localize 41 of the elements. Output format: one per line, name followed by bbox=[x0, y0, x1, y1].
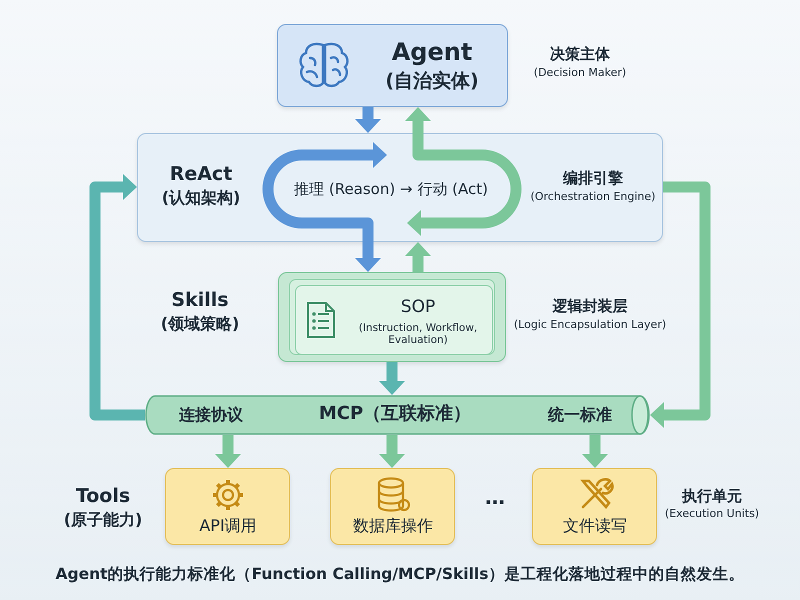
bus-title: MCP（互联标准） bbox=[318, 404, 472, 425]
sop-box bbox=[278, 272, 506, 362]
box-subtitle: (自治实体) bbox=[385, 71, 479, 93]
arrow bbox=[262, 142, 387, 272]
role-title: 执行单元 bbox=[682, 488, 742, 506]
arrow bbox=[215, 435, 241, 468]
role-title: 决策主体 bbox=[550, 46, 610, 64]
layer-subtitle: (领域策略) bbox=[160, 315, 240, 334]
box-description: (Instruction, Workflow, Evaluation) bbox=[358, 322, 478, 346]
box-label: 文件读写 bbox=[563, 517, 627, 536]
ellipsis: … bbox=[485, 486, 505, 509]
tool-box bbox=[165, 468, 290, 545]
arrow bbox=[582, 435, 608, 468]
role-subtitle: (Orchestration Engine) bbox=[530, 191, 656, 204]
box-title: SOP bbox=[400, 298, 436, 318]
layer-subtitle: (认知架构) bbox=[162, 189, 240, 208]
box-label: 数据库操作 bbox=[353, 517, 433, 536]
agent-box bbox=[277, 24, 508, 107]
layer-title: Skills bbox=[171, 290, 229, 312]
arrow bbox=[355, 107, 381, 133]
role-subtitle: (Execution Units) bbox=[664, 508, 760, 521]
arrow bbox=[379, 362, 405, 395]
role-subtitle: (Logic Encapsulation Layer) bbox=[514, 319, 666, 332]
box-title: Agent bbox=[392, 39, 472, 67]
layer-title: Tools bbox=[76, 486, 130, 508]
box-label: API调用 bbox=[199, 517, 257, 536]
arrow bbox=[379, 435, 405, 468]
bus-text: 连接协议 bbox=[179, 406, 243, 424]
bus-text: 统一标准 bbox=[548, 406, 612, 424]
layer-subtitle: (原子能力) bbox=[64, 511, 142, 530]
layer-title: ReAct bbox=[170, 164, 232, 186]
arrow bbox=[90, 174, 145, 420]
role-title: 编排引擎 bbox=[563, 170, 623, 188]
arrow bbox=[405, 107, 522, 236]
role-subtitle: (Decision Maker) bbox=[534, 67, 626, 80]
arrow bbox=[405, 242, 431, 272]
tool-box bbox=[532, 468, 657, 545]
tool-box bbox=[330, 468, 455, 545]
role-title: 逻辑封装层 bbox=[552, 298, 628, 316]
cycle-text: 推理 (Reason) → 行动 (Act) bbox=[294, 181, 488, 198]
caption: Agent的执行能力标准化（Function Calling/MCP/Skills）是工程化落地过程中的自然发生。 bbox=[56, 566, 744, 584]
